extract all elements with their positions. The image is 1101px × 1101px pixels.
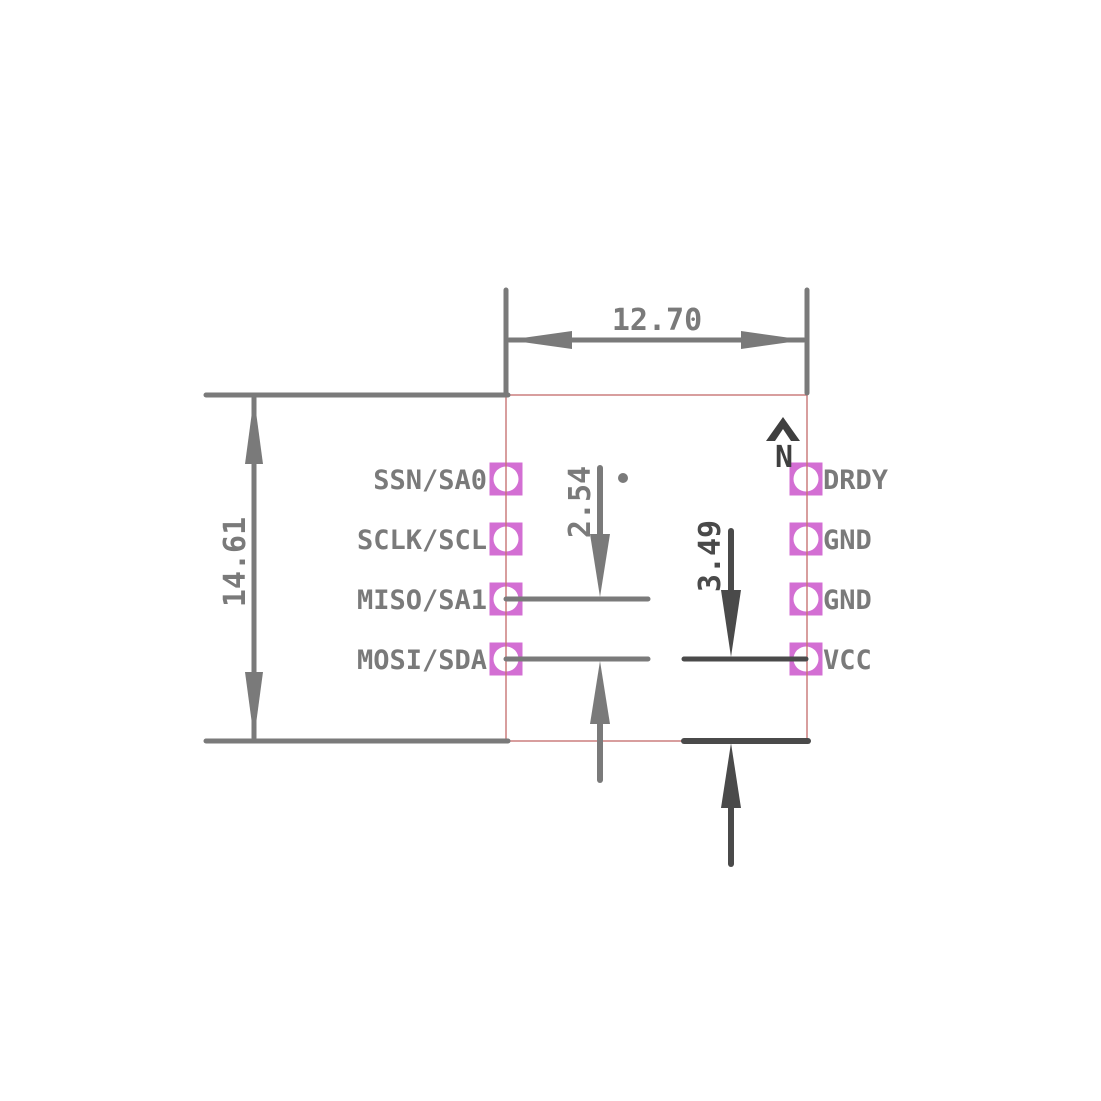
dimension-pitch: 2.54 [503, 465, 651, 783]
pad-hole [793, 586, 819, 612]
pad-gnd-2 [789, 582, 823, 616]
dimension-width: 12.70 [503, 287, 810, 396]
arrowhead-up-icon [590, 661, 610, 724]
dimension-bottom-offset: 3.49 [681, 520, 811, 867]
reference-dot-icon [618, 473, 628, 483]
arrowhead-down-icon [590, 534, 610, 597]
pin-label-sclk-scl: SCLK/SCL [357, 525, 487, 556]
arrowhead-up-icon [245, 397, 263, 464]
pin-label-mosi-sda: MOSI/SDA [357, 645, 487, 676]
pad-hole [793, 466, 819, 492]
pin-label-gnd-1: GND [823, 525, 872, 556]
north-label: N [775, 440, 793, 475]
pin-label-gnd-2: GND [823, 585, 872, 616]
north-arrow-icon [766, 417, 800, 441]
arrowhead-down-icon [245, 672, 263, 739]
pad-drdy [789, 462, 823, 496]
pin-label-drdy: DRDY [823, 465, 889, 496]
pin-label-miso-sa1: MISO/SA1 [357, 585, 487, 616]
north-marker: N [766, 417, 800, 475]
dimension-bottom-offset-value: 3.49 [693, 520, 728, 592]
pad-column-right [789, 462, 823, 676]
pin-labels-right: DRDY GND GND VCC [823, 465, 889, 676]
pad-gnd-1 [789, 522, 823, 556]
board-outline [505, 394, 808, 742]
dimension-height-value: 14.61 [218, 517, 253, 607]
arrowhead-right-icon [741, 331, 805, 349]
dimension-width-value: 12.70 [612, 303, 702, 338]
dimension-pitch-value: 2.54 [563, 466, 598, 538]
pin-label-ssn-sa0: SSN/SA0 [373, 465, 487, 496]
pin-label-vcc: VCC [823, 645, 872, 676]
pad-hole [793, 526, 819, 552]
arrowhead-up-icon [721, 743, 741, 808]
arrowhead-left-icon [508, 331, 572, 349]
arrowhead-down-icon [721, 590, 741, 657]
dimension-height: 14.61 [203, 392, 511, 744]
pin-labels-left: SSN/SA0 SCLK/SCL MISO/SA1 MOSI/SDA [357, 465, 487, 676]
